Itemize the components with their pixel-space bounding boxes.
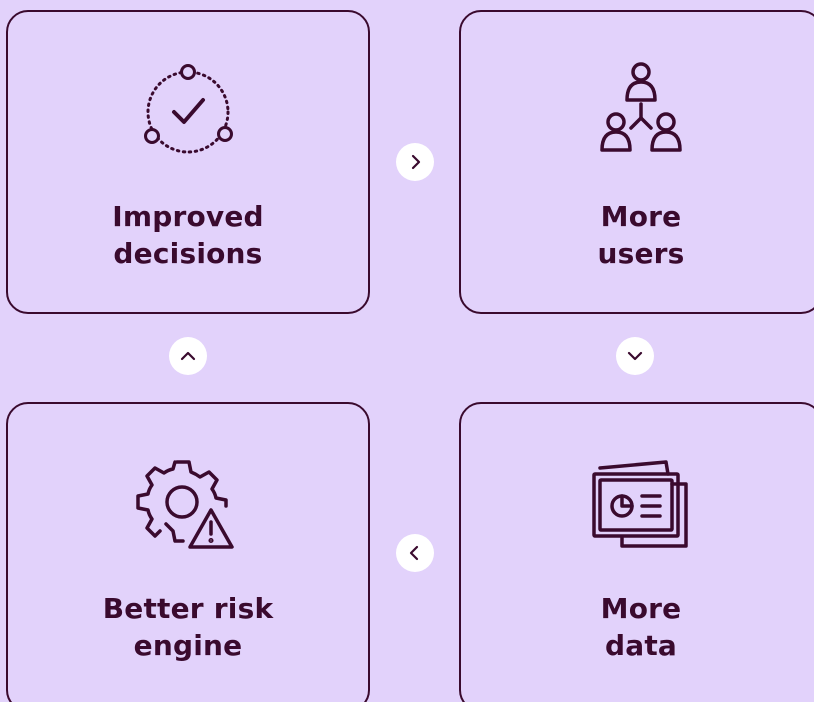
card-better-risk-engine: Better risk engine xyxy=(6,402,370,702)
card-label-line1: Better risk xyxy=(102,592,274,625)
gear-warning-icon xyxy=(136,460,234,549)
next-arrow-button-up[interactable] xyxy=(169,337,207,375)
circular-check-icon xyxy=(144,64,233,154)
chevron-right-icon xyxy=(411,154,421,170)
card-label-line2: data xyxy=(604,629,678,662)
card-label-line2: users xyxy=(597,237,685,270)
card-label: Better risk engine xyxy=(8,590,368,664)
card-label-line2: decisions xyxy=(113,237,263,270)
card-improved-decisions: Improved decisions xyxy=(6,10,370,314)
next-arrow-button-down[interactable] xyxy=(616,337,654,375)
next-arrow-button-left[interactable] xyxy=(396,534,434,572)
card-label-line1: Improved xyxy=(112,200,264,233)
next-arrow-button-right[interactable] xyxy=(396,143,434,181)
card-label: Improved decisions xyxy=(8,198,368,272)
card-more-data: More data xyxy=(459,402,814,702)
chevron-down-icon xyxy=(627,351,643,361)
user-network-icon xyxy=(600,62,682,152)
chevron-left-icon xyxy=(409,545,419,561)
data-report-icon xyxy=(592,460,688,548)
chevron-up-icon xyxy=(180,351,196,361)
card-more-users: More users xyxy=(459,10,814,314)
card-label: More users xyxy=(461,198,814,272)
card-label-line2: engine xyxy=(133,629,243,662)
card-label-line1: More xyxy=(600,200,682,233)
card-label-line1: More xyxy=(600,592,682,625)
card-label: More data xyxy=(461,590,814,664)
